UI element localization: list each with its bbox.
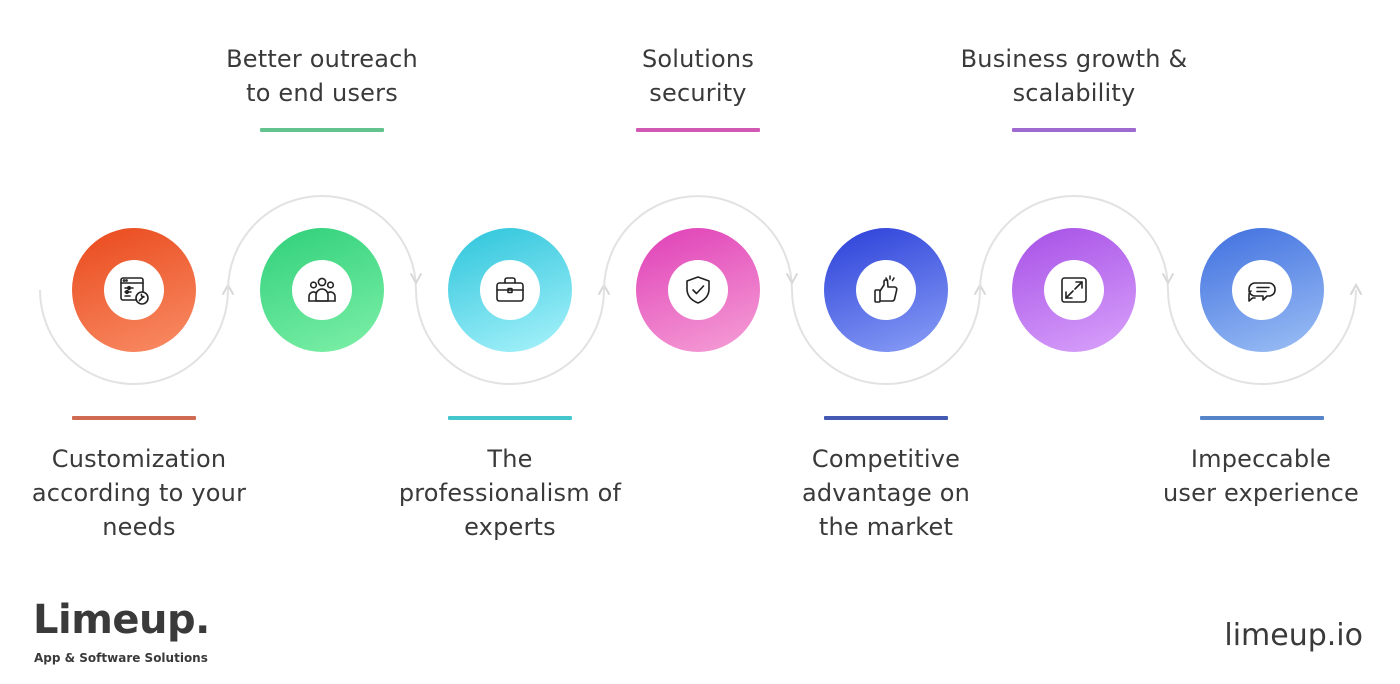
step-node xyxy=(1200,228,1324,352)
step-accent-bar xyxy=(1200,416,1324,420)
step-node xyxy=(824,228,948,352)
step-node xyxy=(448,228,572,352)
company-tagline: App & Software Solutions xyxy=(34,651,208,665)
step-label: The professionalism of experts xyxy=(398,445,622,541)
thumbs-up-icon xyxy=(869,273,903,307)
step-accent-bar xyxy=(824,416,948,420)
briefcase-icon xyxy=(493,273,527,307)
step-icon-badge xyxy=(668,260,728,320)
step-label: Better outreach to end users xyxy=(226,45,418,107)
step-accent-bar xyxy=(448,416,572,420)
arrowhead xyxy=(1162,273,1174,286)
arrowhead xyxy=(786,273,798,286)
step-label: Solutions security xyxy=(641,45,755,107)
resize-arrows-icon xyxy=(1057,273,1091,307)
step-icon-badge xyxy=(480,260,540,320)
company-logo: Limeup. xyxy=(33,597,210,643)
step-node xyxy=(1012,228,1136,352)
step-label: Impeccable user experience xyxy=(1163,445,1359,507)
step-icon-badge xyxy=(292,260,352,320)
step-icon-badge xyxy=(104,260,164,320)
arrowhead xyxy=(410,273,422,286)
chat-bubble-icon xyxy=(1245,273,1279,307)
users-group-icon xyxy=(305,273,339,307)
step-accent-bar xyxy=(260,128,384,132)
step-label: Customization according to your needs xyxy=(31,445,247,541)
arrowhead xyxy=(1350,282,1362,295)
step-icon-badge xyxy=(1232,260,1292,320)
connector-arc xyxy=(603,195,793,291)
step-label: Competitive advantage on the market xyxy=(801,445,971,541)
settings-tool-icon xyxy=(117,273,151,307)
connector-arc xyxy=(227,195,417,291)
step-icon-badge xyxy=(1044,260,1104,320)
step-accent-bar xyxy=(636,128,760,132)
connector-arc xyxy=(1167,289,1357,385)
connector-arc xyxy=(791,289,981,385)
step-accent-bar xyxy=(72,416,196,420)
connector-arc xyxy=(415,289,605,385)
connector-arc xyxy=(39,289,229,385)
step-node xyxy=(636,228,760,352)
shield-check-icon xyxy=(681,273,715,307)
website-url[interactable]: limeup.io xyxy=(1224,618,1363,653)
connector-arc xyxy=(979,195,1169,291)
step-node xyxy=(72,228,196,352)
step-node xyxy=(260,228,384,352)
step-label: Business growth & scalability xyxy=(960,45,1188,107)
step-icon-badge xyxy=(856,260,916,320)
step-accent-bar xyxy=(1012,128,1136,132)
